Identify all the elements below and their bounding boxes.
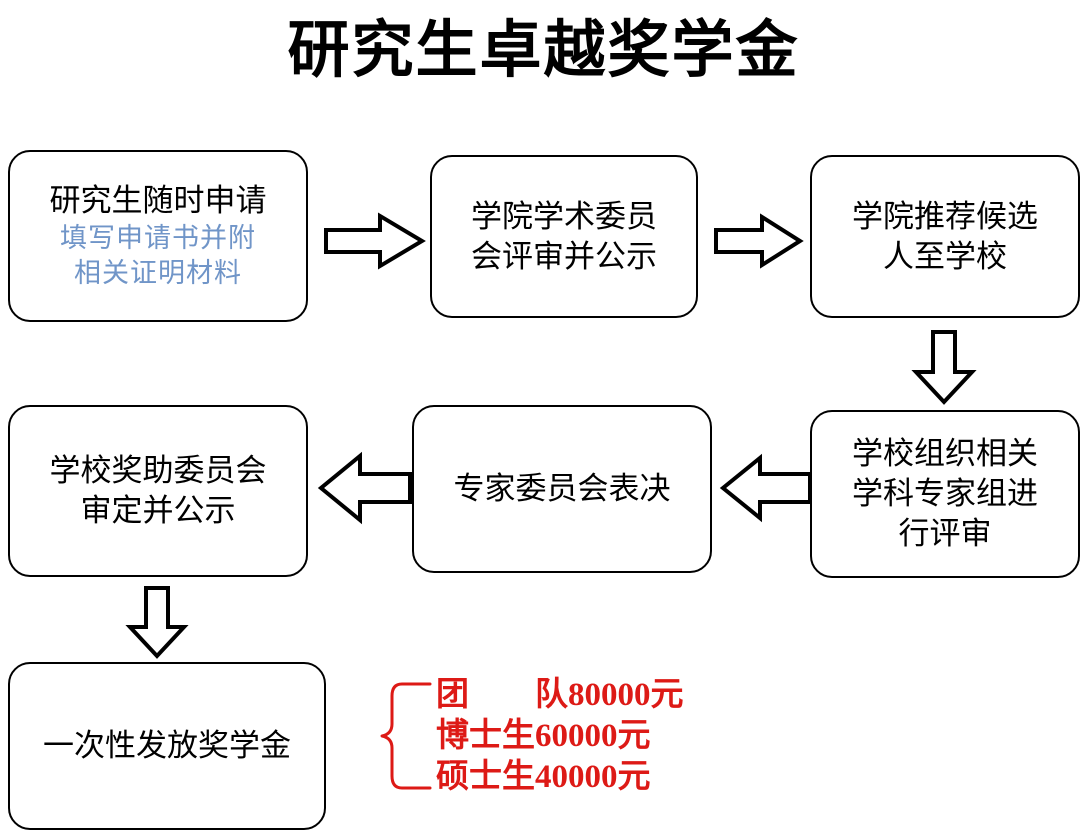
flow-node-school-expert-review[interactable]: 学校组织相关 学科专家组进 行评审 xyxy=(810,410,1080,578)
flow-node-school-approve-line-1: 学校奖助委员会 xyxy=(49,453,267,488)
arrow-right-icon-review-to-recommend xyxy=(712,212,804,270)
flow-node-college-recommend[interactable]: 学院推荐候选 人至学校 xyxy=(810,155,1080,318)
flow-node-college-recommend-line-2: 人至学校 xyxy=(883,238,1007,274)
award-amount-rows: 团 队80000元 博士生60000元 硕士生40000元 xyxy=(436,675,684,798)
flow-node-school-approve[interactable]: 学校奖助委员会 审定并公示 xyxy=(8,405,308,577)
flow-node-college-review-line-1: 学院学术委员 xyxy=(471,198,657,234)
flow-node-expert-committee-vote[interactable]: 专家委员会表决 xyxy=(412,405,712,573)
flow-node-apply-line-1: 研究生随时申请 xyxy=(49,183,267,218)
award-amount-row-doctoral: 博士生60000元 xyxy=(436,717,651,754)
flow-node-expert-committee-vote-line-1: 专家委员会表决 xyxy=(453,471,671,506)
flow-node-school-expert-review-line-3: 行评审 xyxy=(898,516,992,551)
flow-node-college-review-line-2: 会评审并公示 xyxy=(471,238,657,274)
flow-node-apply-sub-1: 填写申请书并附 xyxy=(60,223,256,253)
award-amount-row-team: 团 队80000元 xyxy=(436,676,684,713)
flow-node-apply-sub-2: 相关证明材料 xyxy=(74,258,242,288)
flow-node-school-expert-review-line-1: 学校组织相关 xyxy=(852,436,1038,471)
page-title: 研究生卓越奖学金 xyxy=(287,17,800,85)
flow-node-award-payout-line-1: 一次性发放奖学金 xyxy=(43,728,291,763)
arrow-down-icon-recommend-to-expert-review xyxy=(908,328,980,406)
flow-node-school-approve-line-2: 审定并公示 xyxy=(80,493,236,528)
flow-node-college-recommend-line-1: 学院推荐候选 xyxy=(852,198,1038,234)
flow-node-award-payout[interactable]: 一次性发放奖学金 xyxy=(8,662,326,830)
award-amount-row-masters: 硕士生40000元 xyxy=(436,758,651,795)
flow-node-school-expert-review-line-2: 学科专家组进 xyxy=(852,476,1038,511)
flow-node-apply[interactable]: 研究生随时申请 填写申请书并附 相关证明材料 xyxy=(8,150,308,322)
award-amounts-annotation: 团 队80000元 博士生60000元 硕士生40000元 xyxy=(378,674,684,798)
arrow-right-icon-apply-to-review xyxy=(322,210,426,272)
arrow-left-icon-vote-to-approve xyxy=(316,450,414,526)
arrow-down-icon-approve-to-award xyxy=(122,584,192,660)
flow-node-college-review[interactable]: 学院学术委员 会评审并公示 xyxy=(430,155,698,318)
curly-brace-icon xyxy=(378,676,434,796)
arrow-left-icon-expert-review-to-vote xyxy=(718,452,814,524)
